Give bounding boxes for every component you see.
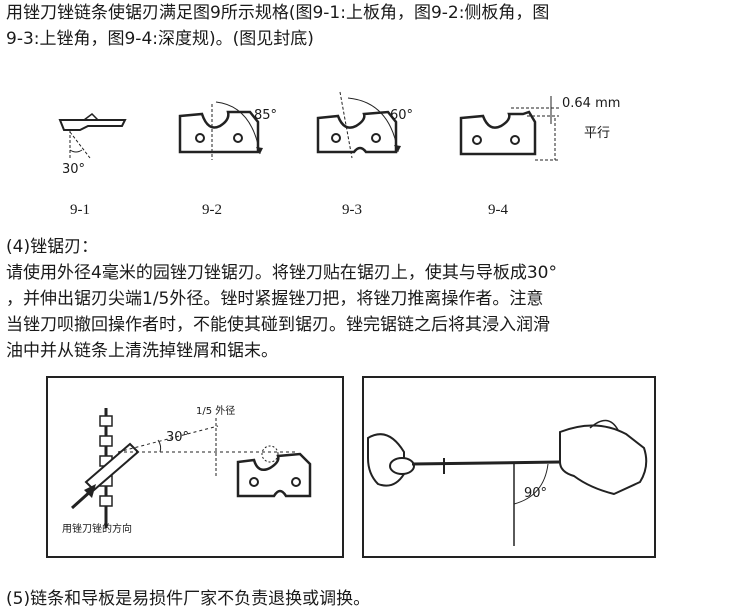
- figure-9-4-depth: 0.64 mm: [562, 96, 621, 111]
- hand-filing-angle: 90°: [524, 486, 548, 501]
- figure-9-4-parallel: 平行: [584, 126, 611, 141]
- section-4-heading: (4)锉锯刃：: [6, 237, 99, 257]
- figure-9-3-angle: 60°: [390, 108, 414, 123]
- filing-diagram-panel: 30° 1/5 外径 用锉刀锉的方向: [46, 376, 344, 558]
- figure-9-3-top-file-angle: [316, 91, 401, 159]
- figure-9-2-side-plate-angle: [178, 101, 263, 160]
- figure-9-3-label: 9-3: [342, 202, 362, 218]
- section-4-line-1: 请使用外径4毫米的园锉刀锉锯刃。将锉刀贴在锯刃上，使其与导板成30°: [6, 263, 557, 283]
- figure-9-4-label: 9-4: [488, 202, 508, 218]
- section-5-text: (5)链条和导板是易损件厂家不负责退换或调换。: [6, 589, 371, 609]
- section-4-line-2: ，并伸出锯刃尖端1/5外径。锉时紧握锉刀把，将锉刀推离操作者。注意: [6, 289, 544, 309]
- figure-9-1-label: 9-1: [70, 202, 90, 218]
- filing-angle: 30°: [166, 430, 190, 445]
- fraction-outer-diameter: 1/5 外径: [196, 406, 236, 417]
- section-4-line-3: 当锉刀呗撤回操作者时，不能使其碰到锯刃。锉完锯链之后将其浸入润滑: [6, 315, 550, 335]
- hand-filing-illustration: [367, 419, 648, 546]
- hand-filing-panel: 90°: [362, 376, 656, 558]
- figure-9-2-angle: 85°: [254, 108, 278, 123]
- filing-diagram: [70, 408, 312, 528]
- intro-line-2: 9-3:上锉角，图9-4:深度规)。(图见封底): [6, 29, 314, 49]
- intro-line-1: 用锉刀锉链条使锯刃满足图9所示规格(图9-1:上板角，图9-2:侧板角，图: [6, 3, 550, 23]
- figure-9-4-depth-gauge: [459, 96, 559, 161]
- figure-9-2-label: 9-2: [202, 202, 222, 218]
- figure-9-1-angle: 30°: [62, 162, 86, 177]
- figure-9-1-top-plate-angle: [58, 113, 127, 159]
- file-direction-caption: 用锉刀锉的方向: [62, 524, 132, 535]
- section-4-line-4: 油中并从链条上清洗掉锉屑和锯末。: [6, 341, 278, 361]
